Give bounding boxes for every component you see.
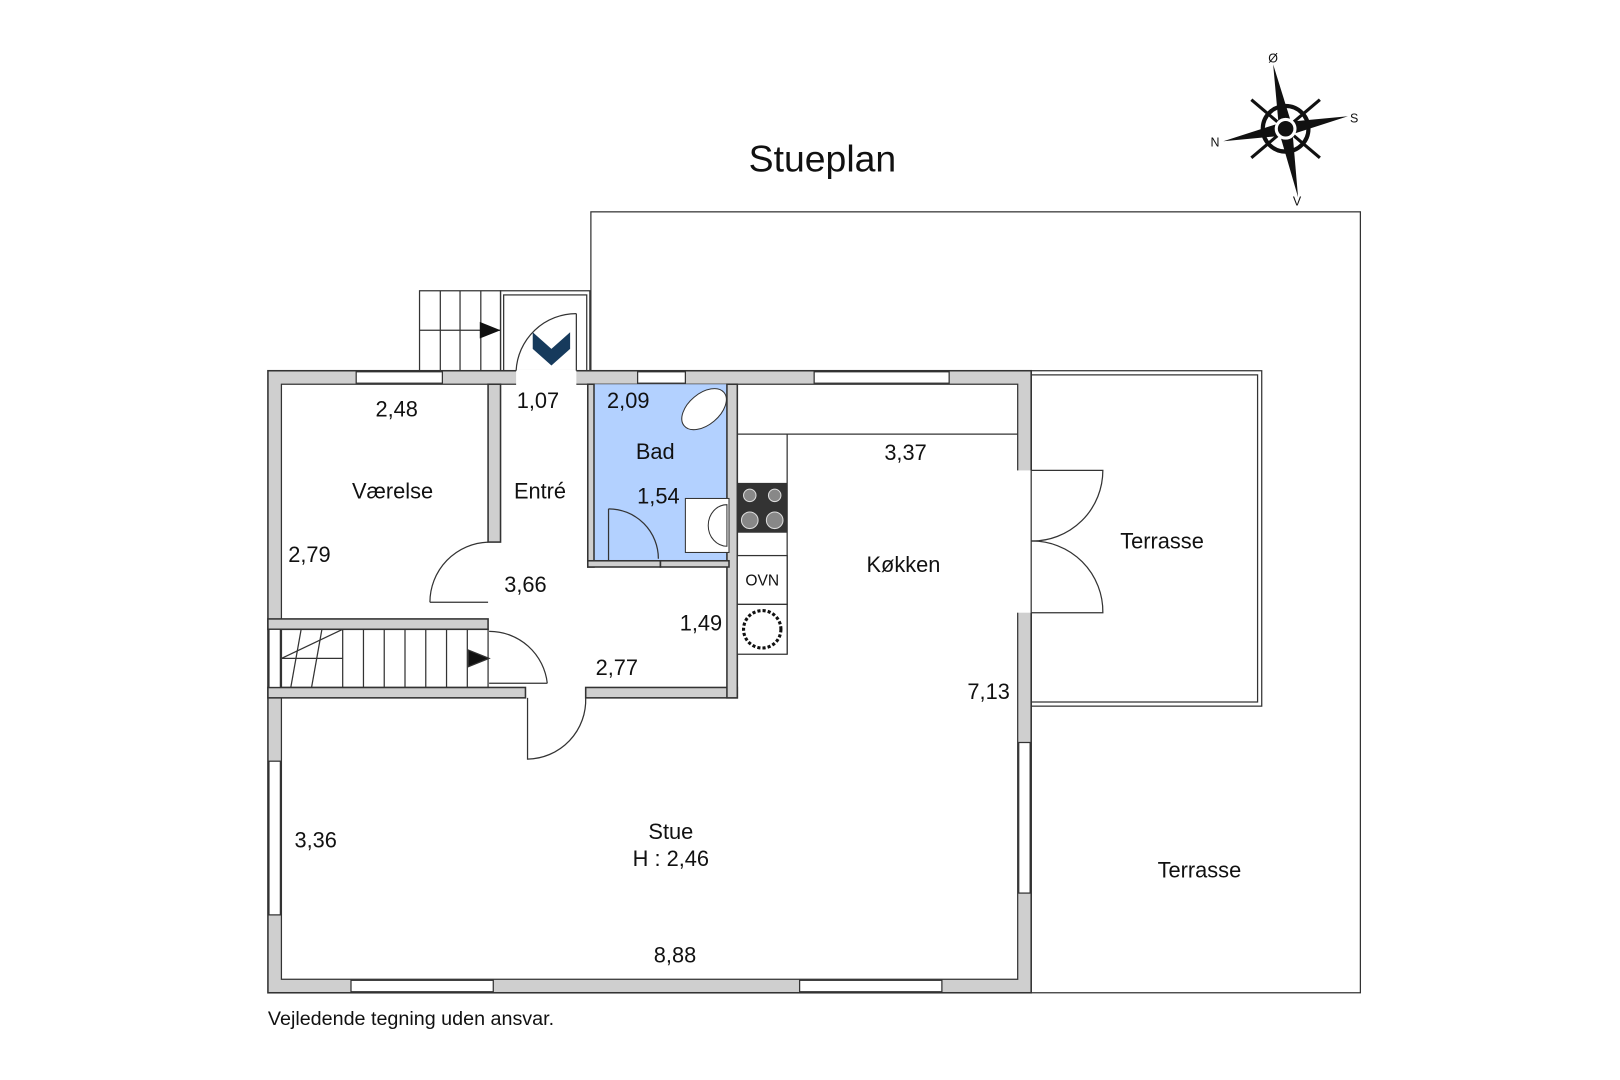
dimension: 7,13	[967, 679, 1009, 704]
svg-text:S: S	[1350, 112, 1358, 126]
dimension: 2,77	[596, 655, 638, 680]
dimension: 8,88	[654, 943, 696, 968]
svg-text:V: V	[1293, 195, 1302, 209]
svg-text:Ø: Ø	[1268, 51, 1278, 65]
entry-stairs	[418, 290, 591, 372]
oven-label: OVN	[745, 573, 779, 590]
dimension: 3,37	[884, 440, 926, 465]
plan-title: Stueplan	[749, 137, 897, 179]
room-height: H : 2,46	[633, 846, 709, 871]
svg-text:N: N	[1211, 135, 1220, 149]
dimension: 3,36	[294, 827, 336, 852]
compass-rose-icon: Ø S N V	[1211, 51, 1359, 208]
dimension: 1,07	[517, 388, 559, 413]
room-label-vaerelse: Værelse	[352, 478, 433, 503]
dimension: 2,09	[607, 388, 649, 413]
doors	[429, 312, 1104, 760]
room-label-stue: Stue	[648, 819, 693, 844]
dimension: 1,54	[637, 484, 679, 509]
room-label-entre: Entré	[514, 478, 566, 503]
interior-stairs	[280, 628, 491, 689]
dimension: 2,79	[288, 542, 330, 567]
room-label-bad: Bad	[636, 439, 675, 464]
room-label-terrasse: Terrasse	[1158, 858, 1242, 883]
sink-icon	[684, 497, 730, 553]
dimension: 2,48	[375, 396, 417, 421]
disclaimer: Vejledende tegning uden ansvar.	[268, 1008, 554, 1030]
room-label-terrasse: Terrasse	[1120, 528, 1204, 553]
dimension: 1,49	[680, 610, 722, 635]
room-label-kokken: Køkken	[867, 552, 941, 577]
toilet-icon	[681, 388, 727, 431]
extractor-fan-icon	[741, 609, 783, 650]
entrance-marker-icon	[532, 332, 571, 366]
dimension: 3,66	[504, 572, 546, 597]
